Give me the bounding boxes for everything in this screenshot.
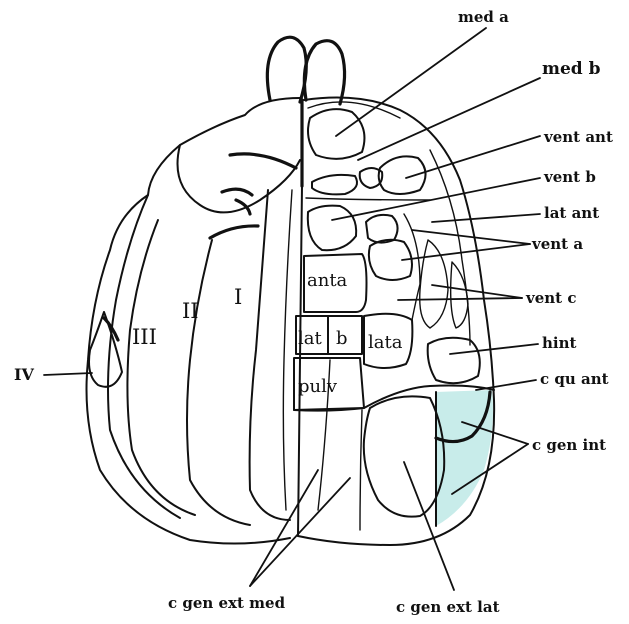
leader-lat-ant [432, 214, 540, 222]
hint-nucleus [428, 338, 480, 383]
region-pulv: pulv [298, 376, 338, 397]
vent-b-nucleus [308, 206, 356, 251]
vent-ant-row-line [306, 198, 430, 200]
label-c-gen-int: c gen int [532, 436, 606, 454]
leader-vent-c-1 [432, 285, 522, 298]
label-med-b: med b [542, 59, 601, 79]
label-vent-b: vent b [543, 168, 596, 186]
leader-vent-a-2 [402, 244, 530, 260]
region-lat: lat [298, 328, 322, 349]
label-med-a: med a [458, 8, 509, 26]
lobe-right [304, 41, 344, 104]
layer-labels: I II III [132, 285, 242, 349]
ridge-line [230, 154, 296, 168]
leader-med-a [336, 28, 486, 136]
lobe-left [267, 37, 306, 102]
label-iv: IV [14, 365, 34, 384]
iv-bulge [89, 312, 122, 387]
region-labels: anta lat b lata pulv [298, 270, 403, 397]
med-a-nucleus [308, 109, 364, 159]
region-anta: anta [307, 270, 348, 291]
layer-ii-boundary [187, 240, 250, 525]
label-lat-ant: lat ant [544, 204, 599, 222]
vent-c-strip-2 [451, 262, 468, 328]
c-gen-ext-lat-nucleus [364, 396, 444, 516]
midline-notch [210, 226, 258, 238]
layer-label-i: I [234, 285, 242, 309]
leader-vent-ant [406, 136, 540, 178]
label-vent-c: vent c [525, 289, 576, 307]
label-vent-ant: vent ant [543, 128, 613, 146]
label-hint: hint [542, 334, 577, 352]
region-lata: lata [368, 332, 403, 353]
label-c-gen-ext-lat: c gen ext lat [396, 598, 500, 616]
region-b: b [336, 328, 348, 349]
label-vent-a: vent a [531, 235, 583, 253]
label-c-gen-ext-med: c gen ext med [168, 594, 286, 612]
upper-groove-2 [236, 200, 250, 214]
leader-c-gen-ext-med-2 [250, 478, 350, 586]
leader-c-gen-ext-med-1 [250, 470, 318, 586]
layer-i-inner [283, 190, 292, 510]
vent-c-strip [420, 240, 448, 328]
vent-a-small [366, 215, 398, 243]
layer-iii-boundary [127, 220, 195, 515]
leader-lines [44, 28, 540, 590]
midline-lower [298, 186, 302, 536]
vent-ant-nucleus [379, 156, 426, 194]
small-oval-1 [312, 175, 357, 195]
leader-iv [44, 373, 92, 375]
leader-c-qu-ant [476, 380, 536, 390]
upper-groove [222, 189, 252, 195]
label-c-qu-ant: c qu ant [540, 370, 609, 388]
layer-label-ii: II [182, 299, 199, 323]
leader-hint [450, 344, 538, 354]
leader-med-b [358, 78, 540, 160]
layer-label-iii: III [132, 325, 157, 349]
c-gen-ext-med-line-2 [360, 410, 362, 530]
